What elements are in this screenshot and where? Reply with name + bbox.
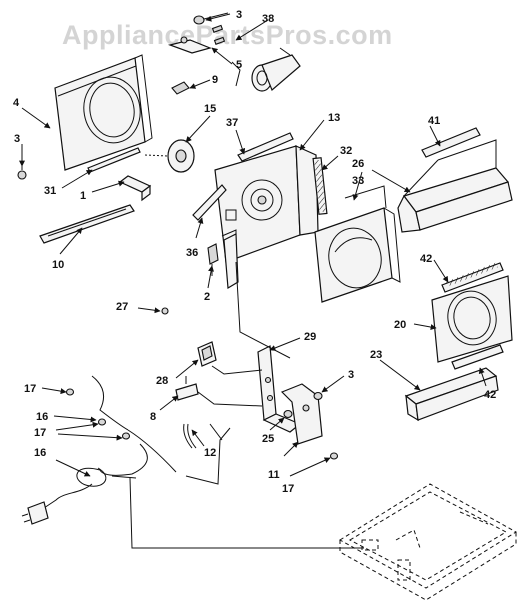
part-1-bracket: [118, 175, 152, 202]
label-16-bottom: 16: [34, 447, 46, 459]
label-8: 8: [150, 411, 156, 423]
part-42-strip-lower: [451, 344, 504, 370]
label-17-top: 17: [24, 383, 36, 395]
part-9-spacer: [171, 81, 190, 95]
label-33: 33: [352, 175, 364, 187]
part-33-scroll-housing: [314, 185, 401, 303]
part-29-control-bracket: [257, 345, 323, 445]
label-32: 32: [340, 145, 352, 157]
label-16-top: 16: [36, 411, 48, 423]
part-17-screw-d: [329, 452, 339, 460]
label-3-left: 3: [14, 133, 20, 145]
part-12-wire: [183, 423, 197, 449]
label-38: 38: [262, 13, 274, 25]
part-8-connector: [175, 376, 199, 401]
part-13-bulkhead: [214, 145, 319, 290]
part-labels: 3 38 5 9 4 3 31 1 10 15 37 13 32 26 33 4…: [13, 9, 496, 495]
label-9: 9: [212, 74, 218, 86]
label-41: 41: [428, 115, 440, 127]
part-23-base-rail: [404, 367, 499, 422]
label-27: 27: [116, 301, 128, 313]
label-42-upper: 42: [420, 253, 432, 265]
label-1: 1: [80, 190, 86, 202]
watermark-text: AppliancePartsPros.com: [62, 20, 393, 50]
label-31: 31: [44, 185, 56, 197]
label-11: 11: [268, 469, 280, 481]
label-29: 29: [304, 331, 316, 343]
label-28: 28: [156, 375, 168, 387]
leader-lines: [19, 13, 487, 477]
part-36-bracket: [192, 184, 227, 221]
label-36: 36: [186, 247, 198, 259]
label-2: 2: [204, 291, 210, 303]
connection-lines: [129, 261, 364, 549]
label-13: 13: [328, 112, 340, 124]
label-42-lower: 42: [484, 389, 496, 401]
label-20: 20: [394, 319, 406, 331]
part-20-rear-panel: [431, 275, 513, 363]
part-17-screw-b: [97, 418, 107, 426]
part-41-strip: [421, 127, 481, 158]
label-5: 5: [236, 59, 242, 71]
part-17-screw-c: [121, 432, 131, 440]
part-16-power-cord: [21, 375, 177, 525]
part-15-fan-hub: [144, 139, 195, 173]
label-17-right: 17: [282, 483, 294, 495]
part-5-clip: [167, 36, 212, 54]
part-10-rail: [39, 204, 135, 244]
part-17-screw-a: [65, 388, 75, 396]
label-26: 26: [352, 158, 364, 170]
label-12: 12: [204, 447, 216, 459]
label-17-mid: 17: [34, 427, 46, 439]
part-4-front-panel: [54, 54, 153, 171]
label-3-right: 3: [348, 369, 354, 381]
part-32-gasket: [312, 157, 328, 215]
part-27-screw: [161, 307, 169, 315]
part-motor-capacitor: [231, 47, 301, 92]
label-4: 4: [13, 97, 20, 109]
label-37: 37: [226, 117, 238, 129]
part-26-duct: [397, 139, 513, 233]
label-10: 10: [52, 259, 64, 271]
part-25-screw: [283, 409, 293, 419]
label-15: 15: [204, 103, 216, 115]
part-42-strip-upper: [441, 262, 504, 293]
part-2-clip: [207, 243, 219, 276]
part-37-strip: [237, 132, 294, 162]
label-23: 23: [370, 349, 382, 361]
part-3-screw-right: [313, 391, 323, 401]
label-3-top: 3: [236, 9, 242, 21]
label-25: 25: [262, 433, 274, 445]
part-28-switch: [197, 341, 217, 367]
part-38-screws: [211, 24, 226, 45]
base-cabinet-outline: [339, 483, 517, 600]
